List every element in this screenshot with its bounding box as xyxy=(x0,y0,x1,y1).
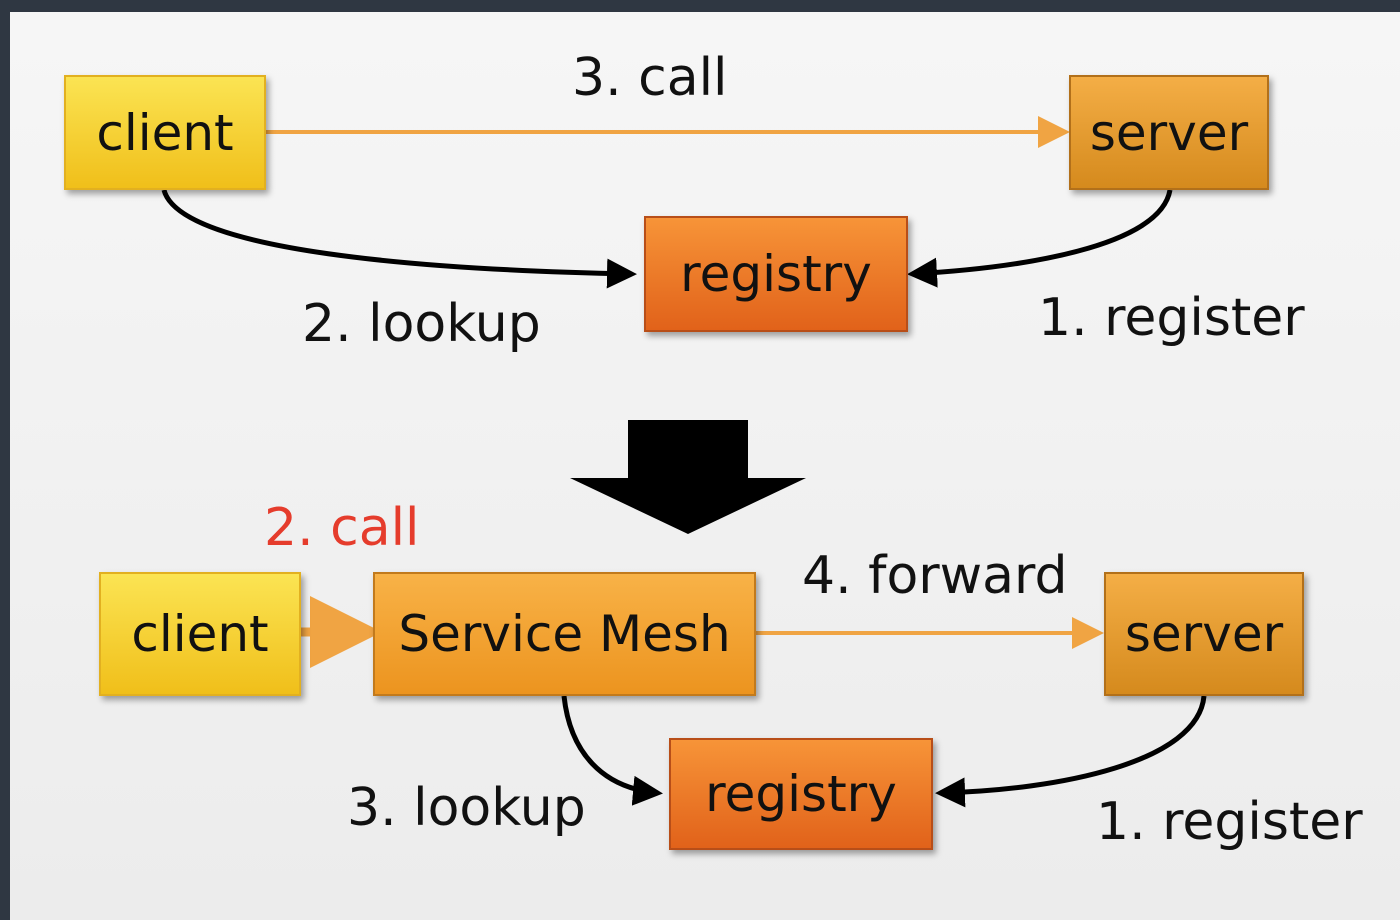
service-mesh-label: Service Mesh xyxy=(398,605,731,663)
bottom-client-label: client xyxy=(131,605,269,663)
bottom-registry-box: registry xyxy=(669,738,933,850)
bottom-lookup-arrow xyxy=(561,695,663,806)
bottom-forward-label: 4. forward xyxy=(802,546,1068,606)
top-call-label: 3. call xyxy=(572,48,728,108)
bottom-client-box: client xyxy=(99,572,301,696)
top-client-box: client xyxy=(64,75,266,190)
diagram-canvas: client server registry 3. call 2. lookup… xyxy=(10,12,1400,920)
service-mesh-box: Service Mesh xyxy=(373,572,756,696)
bottom-register-arrow xyxy=(935,695,1207,808)
top-registry-label: registry xyxy=(680,245,872,303)
connector-layer xyxy=(161,116,1207,808)
bottom-call-label: 2. call xyxy=(264,498,420,558)
transition-down-arrow xyxy=(570,420,806,534)
bottom-registry-label: registry xyxy=(705,765,897,823)
top-server-label: server xyxy=(1089,103,1249,162)
top-registry-box: registry xyxy=(644,216,908,332)
bottom-register-label: 1. register xyxy=(1096,792,1363,852)
top-lookup-arrow xyxy=(161,189,637,289)
top-register-arrow xyxy=(907,189,1173,288)
bottom-lookup-label: 3. lookup xyxy=(347,778,586,838)
top-client-label: client xyxy=(96,103,234,162)
top-server-box: server xyxy=(1069,75,1269,190)
top-register-label: 1. register xyxy=(1038,288,1305,348)
bottom-server-box: server xyxy=(1104,572,1304,696)
bottom-server-label: server xyxy=(1124,605,1284,663)
top-lookup-label: 2. lookup xyxy=(302,294,541,354)
